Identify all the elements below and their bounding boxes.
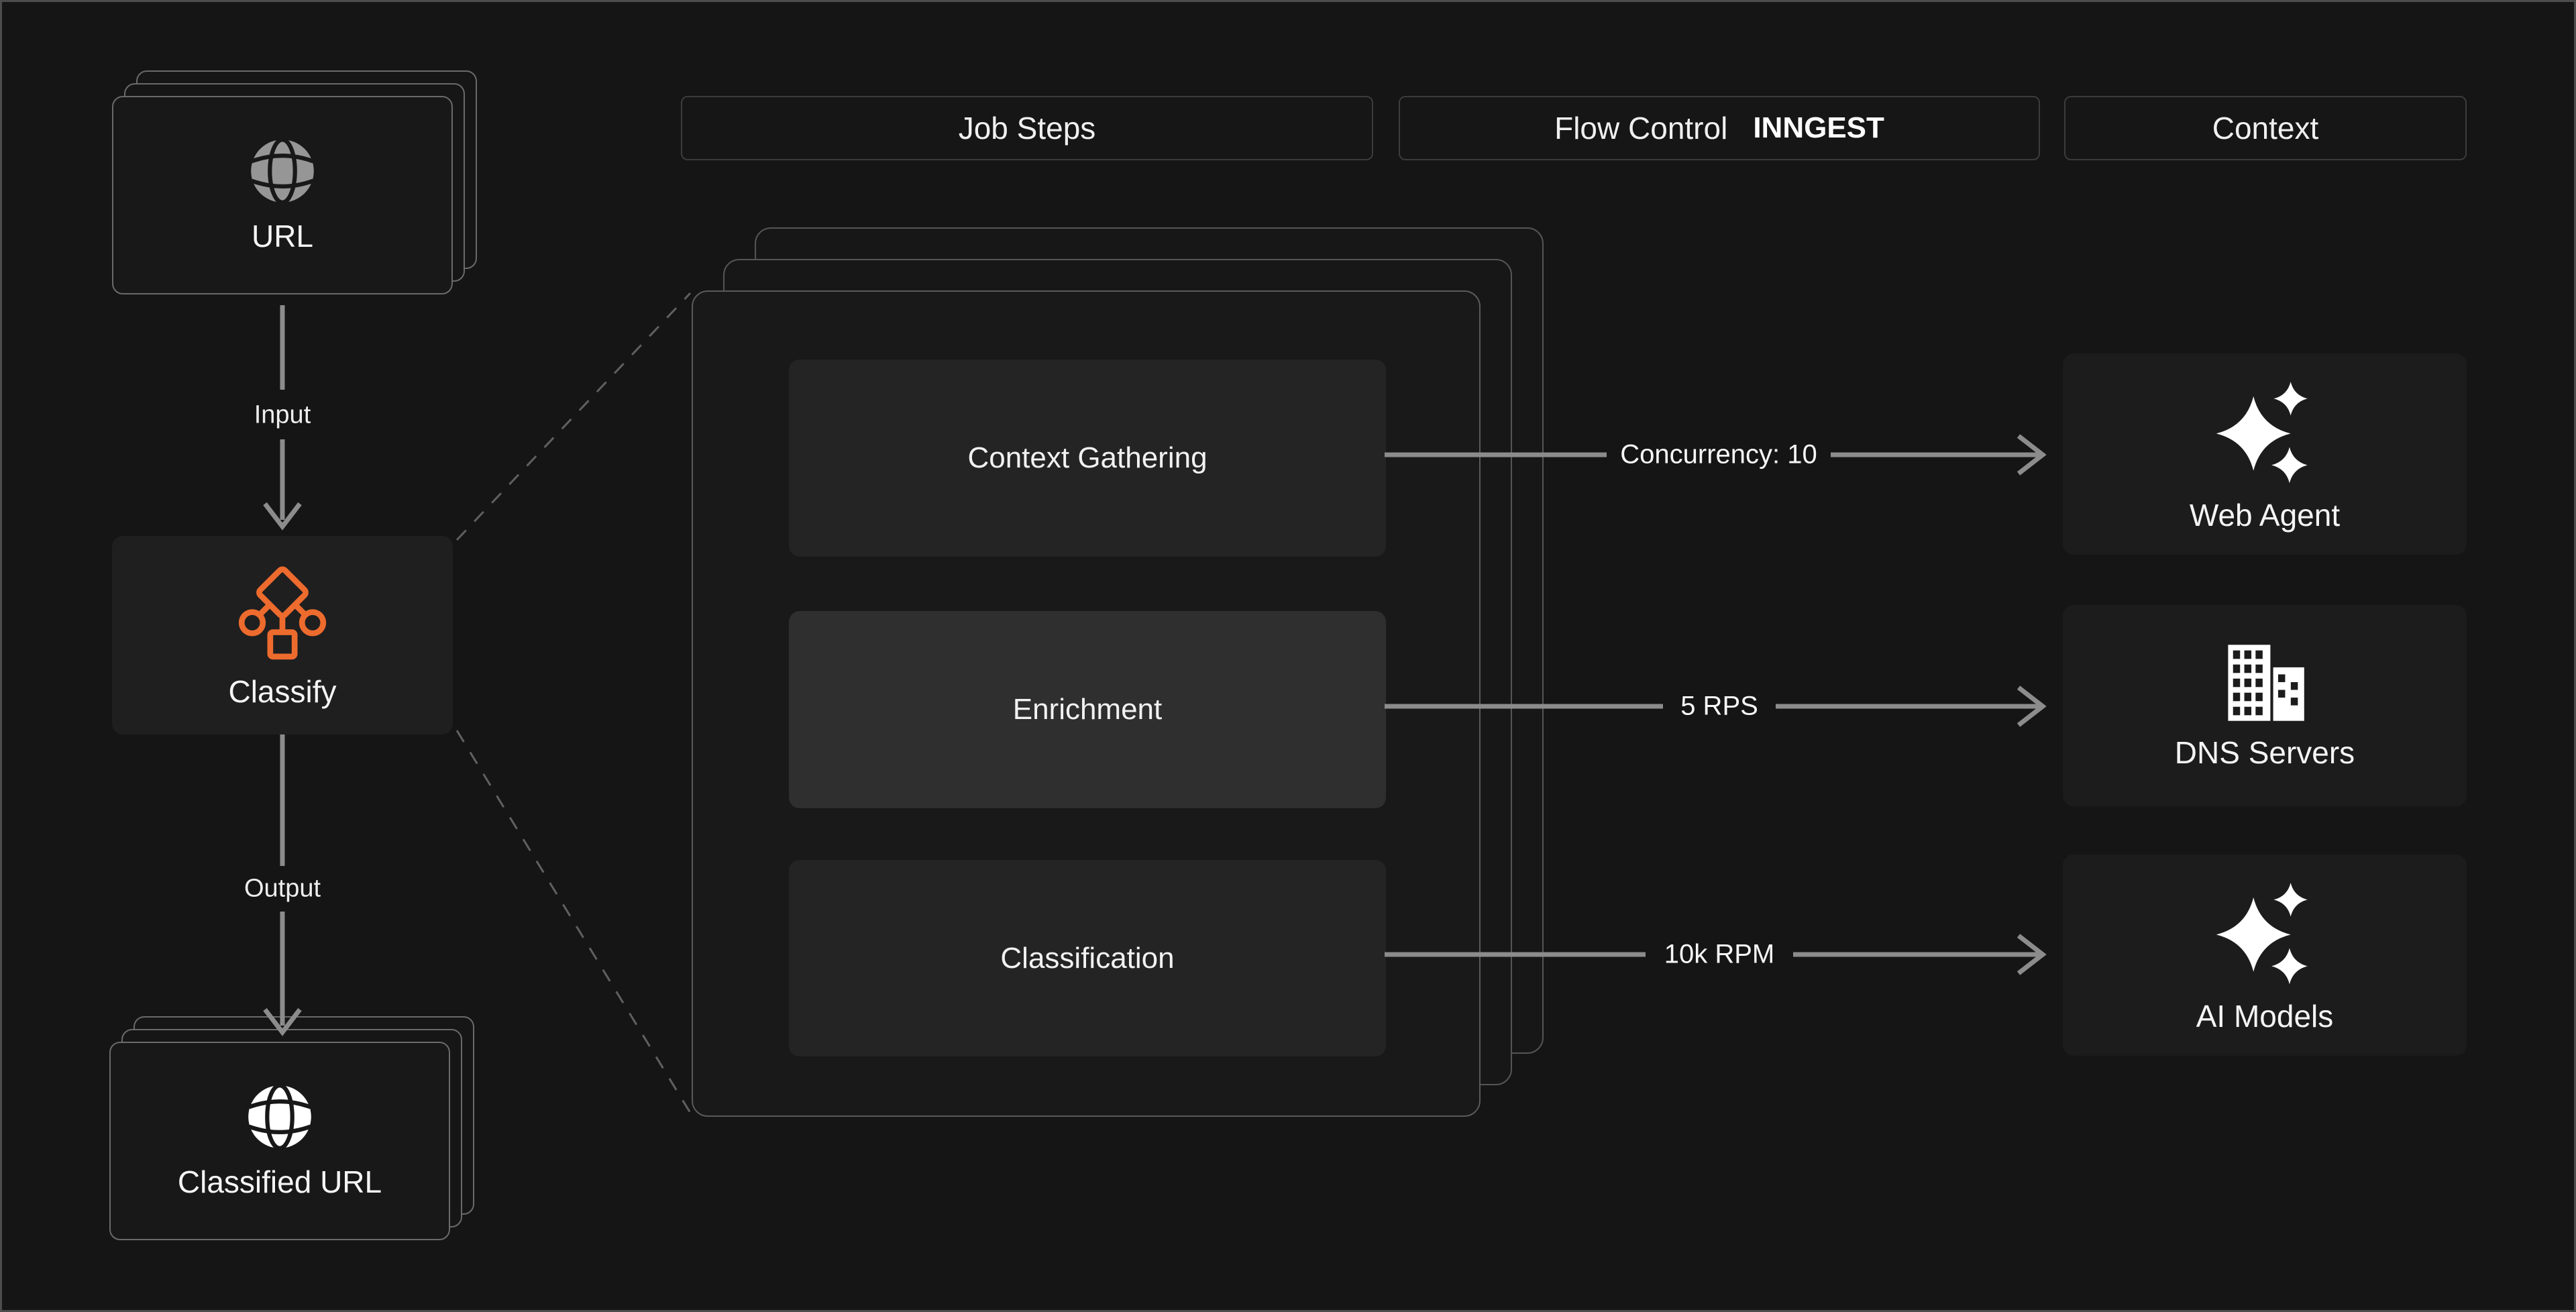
header-context: Context [2064,96,2467,160]
url-node: URL [112,96,453,294]
sparkles-icon [2216,382,2308,484]
dns-servers-card: DNS Servers [2063,605,2467,806]
header-flow-control: Flow Control INNGEST [1399,96,2040,160]
flow-label-concurrency: Concurrency: 10 [1620,439,1817,470]
job-card: Context Gathering Enrichment Classificat… [692,290,1481,1117]
classified-url-node-label: Classified URL [177,1164,382,1199]
flow-label-rpm: 10k RPM [1664,939,1775,969]
dns-servers-label: DNS Servers [2174,735,2355,770]
dashed-expansion-top [455,292,692,541]
output-edge-label: Output [244,874,321,903]
classify-node: Classify [112,536,453,734]
web-agent-label: Web Agent [2189,498,2341,533]
header-flow-control-label: Flow Control [1554,111,1728,146]
sparkles-icon [2216,883,2308,985]
step-classification-label: Classification [1000,941,1175,975]
web-agent-card: Web Agent [2063,353,2467,555]
ai-models-label: AI Models [2196,999,2334,1034]
header-context-label: Context [2212,111,2319,146]
inngest-logo: INNGEST [1753,111,1884,144]
ai-models-card: AI Models [2063,855,2467,1056]
globe-icon [248,1083,311,1150]
header-job-steps: Job Steps [681,96,1373,160]
step-context-gathering-label: Context Gathering [967,441,1208,474]
classify-node-label: Classify [228,674,337,709]
globe-icon [251,138,314,205]
classified-url-node: Classified URL [109,1042,450,1240]
workflow-icon [238,566,327,660]
buildings-icon [2228,645,2304,721]
step-enrichment: Enrichment [789,611,1386,808]
step-enrichment-label: Enrichment [1012,693,1163,726]
header-job-steps-label: Job Steps [958,111,1096,146]
step-classification: Classification [789,860,1386,1056]
input-edge-label: Input [254,400,311,429]
step-context-gathering: Context Gathering [789,360,1386,557]
dashed-expansion-bottom [455,730,692,1113]
flow-label-rps: 5 RPS [1680,691,1758,721]
url-node-label: URL [251,219,314,254]
